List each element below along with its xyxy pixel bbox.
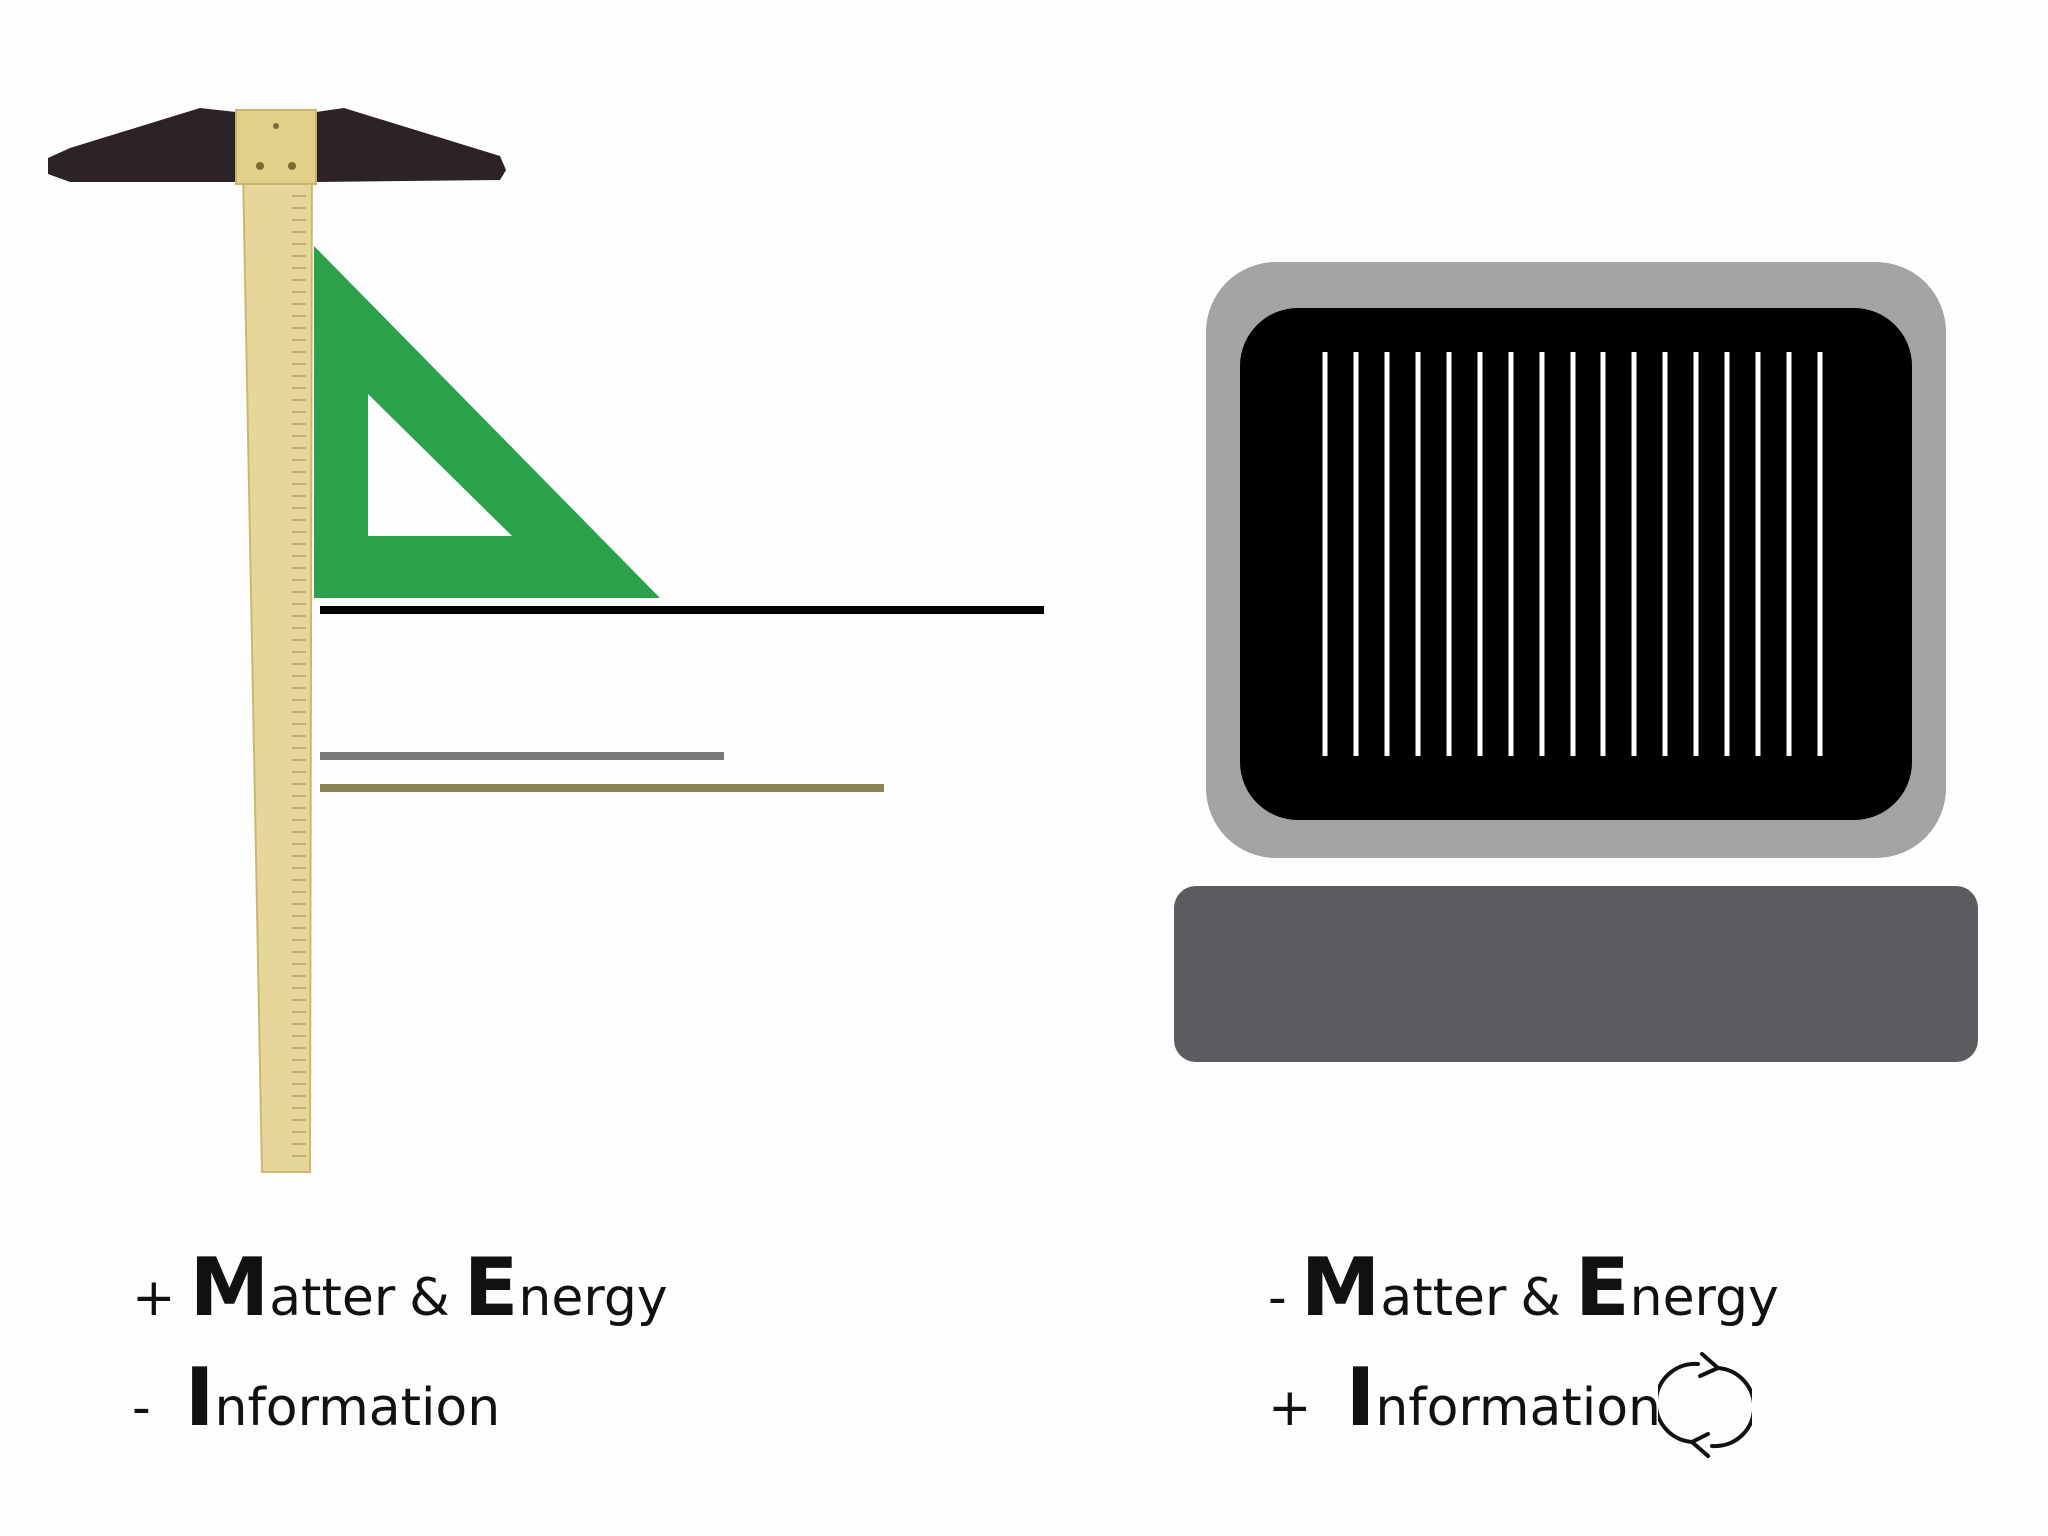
right-word-nergy: nergy <box>1629 1268 1779 1328</box>
right-word-atter: atter <box>1380 1268 1507 1328</box>
left-caption-information: -Information <box>132 1358 500 1438</box>
t-square-head <box>48 108 236 182</box>
t-square-head-center <box>235 109 317 185</box>
left-initial-m: M <box>189 1241 270 1334</box>
right-word-nformation: nformation <box>1375 1378 1662 1438</box>
t-square-screw <box>288 162 296 170</box>
right-ampersand: & <box>1520 1268 1561 1328</box>
left-sign-matter: + <box>132 1268 176 1328</box>
right-sign-information: + <box>1268 1378 1312 1438</box>
right-sign-matter: - <box>1268 1268 1287 1328</box>
left-word-nformation: nformation <box>214 1378 501 1438</box>
monitor-screen-stripes <box>1322 352 1823 756</box>
refresh-cycle-icon <box>1658 1352 1752 1458</box>
left-caption-matter-energy: +Matter&Energy <box>132 1248 668 1328</box>
set-square-icon <box>314 246 660 598</box>
right-initial-e: E <box>1574 1241 1630 1334</box>
right-caption-matter-energy: -Matter&Energy <box>1268 1248 1779 1328</box>
set-square-body <box>314 246 660 598</box>
t-square-screw <box>256 162 264 170</box>
t-square-screw <box>273 123 279 129</box>
right-initial-m: M <box>1300 1241 1381 1334</box>
left-initial-i: I <box>184 1351 215 1444</box>
left-initial-e: E <box>463 1241 519 1334</box>
t-square-blade <box>240 117 314 1173</box>
computer-monitor-icon <box>1206 262 1946 858</box>
left-ampersand: & <box>409 1268 450 1328</box>
t-square-icon <box>48 108 506 1173</box>
t-square-ruler-ticks <box>292 195 306 1157</box>
t-square-head-right <box>316 108 506 182</box>
right-initial-i: I <box>1345 1351 1376 1444</box>
left-sign-information: - <box>132 1378 151 1438</box>
left-word-nergy: nergy <box>518 1268 668 1328</box>
keyboard-icon <box>1174 886 1978 1062</box>
left-word-atter: atter <box>269 1268 396 1328</box>
right-caption-information: +Information <box>1268 1358 1661 1438</box>
monitor-screen <box>1240 308 1912 820</box>
